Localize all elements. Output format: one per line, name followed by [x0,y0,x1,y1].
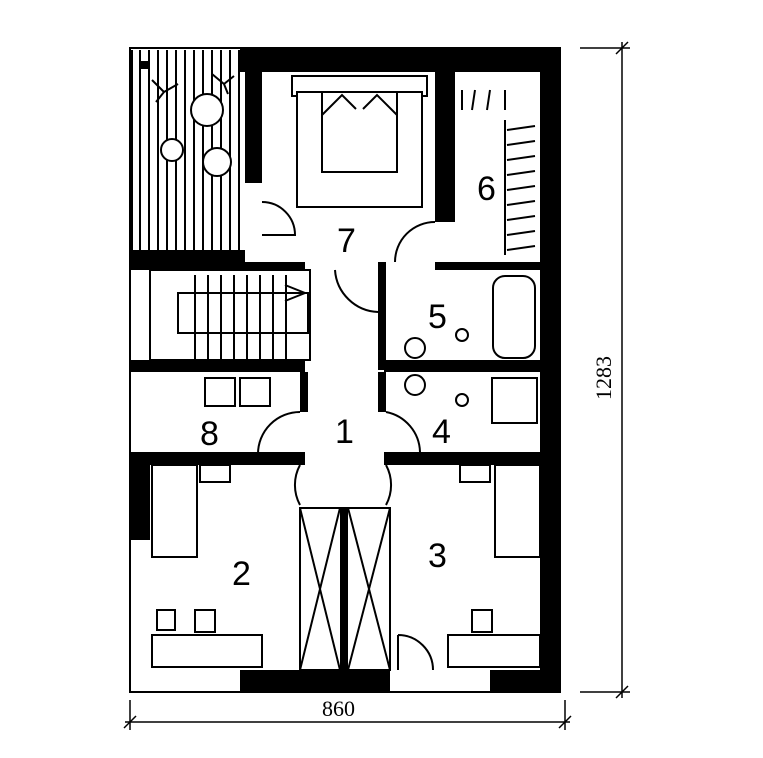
wardrobe-hangers [461,89,536,255]
bathroom-fixtures [404,275,538,424]
height-dimension: 1283 [591,356,616,400]
width-dimension: 860 [322,696,355,721]
outline-walls [129,47,561,693]
dimension-lines [123,41,630,730]
room-label-3: 3 [428,537,447,575]
room-label-6: 6 [477,170,496,208]
room-label-4: 4 [432,413,451,451]
room-label-2: 2 [232,555,251,593]
room-label-1: 1 [335,413,354,451]
staircase [177,275,309,360]
terrace-furniture [141,61,235,177]
double-bed [291,75,428,208]
room-label-8: 8 [200,415,219,453]
door-swings [257,201,436,671]
room-label-7: 7 [337,222,356,260]
bedroom-furniture [151,377,541,668]
room-label-5: 5 [428,298,447,336]
walls [130,48,560,692]
